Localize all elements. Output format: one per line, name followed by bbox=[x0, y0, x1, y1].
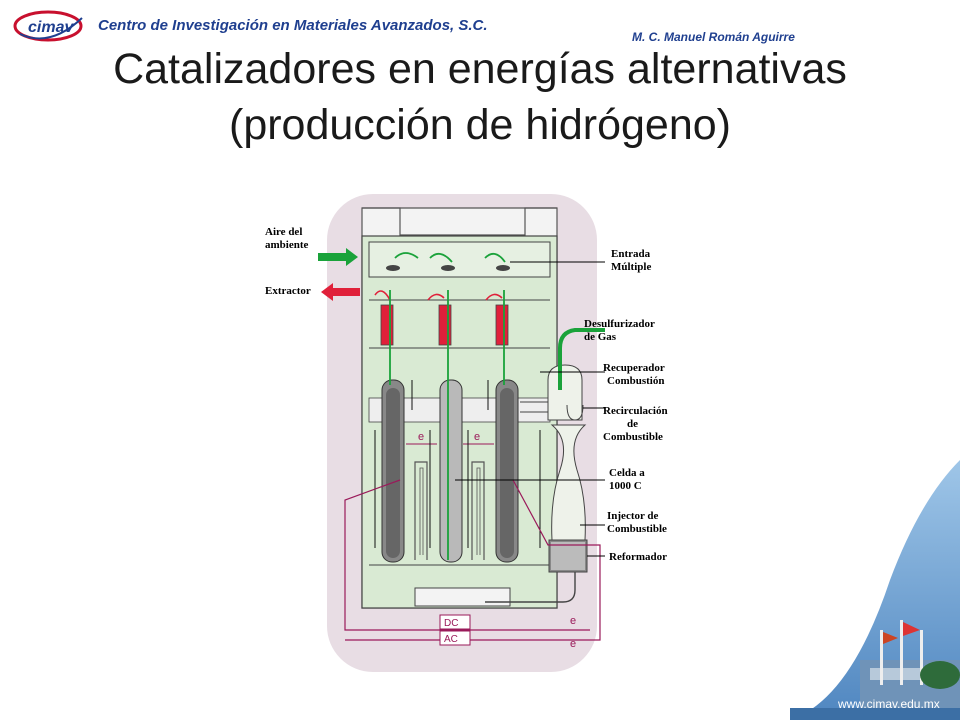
recuperator-red bbox=[495, 304, 509, 346]
cimav-logo: cimav bbox=[13, 10, 83, 42]
tree bbox=[920, 661, 960, 689]
logo-text: cimav bbox=[28, 19, 74, 36]
electron-label: e bbox=[474, 431, 480, 443]
electron-label: e bbox=[418, 431, 424, 443]
label-celda: Celda a 1000 C bbox=[609, 467, 645, 492]
exhaust-arrow bbox=[321, 283, 360, 301]
dc-label: DC bbox=[444, 618, 458, 629]
slide-title-line1: Catalizadores en energías alternativas bbox=[113, 45, 847, 93]
dc-box bbox=[439, 614, 471, 630]
label-injector: Injector de Combustible bbox=[607, 510, 667, 535]
website-url: www.cimav.edu.mx bbox=[838, 697, 940, 711]
label-entrada-multiple: Entrada Múltiple bbox=[611, 248, 652, 273]
slide-title-line2: (producción de hidrógeno) bbox=[229, 101, 731, 149]
label-desulfurizador: Desulfurizador de Gas bbox=[584, 318, 655, 343]
label-aire-ambiente: Aire del ambiente bbox=[265, 226, 309, 251]
fuel-cell-tube bbox=[439, 379, 463, 563]
campus-photo-corner bbox=[790, 460, 960, 720]
label-extractor: Extractor bbox=[265, 285, 311, 297]
electron-label: e bbox=[570, 615, 576, 627]
ac-box bbox=[439, 630, 471, 646]
ac-label: AC bbox=[444, 634, 458, 645]
flagpole bbox=[920, 630, 923, 685]
flagpole bbox=[900, 620, 903, 685]
slide-header: cimav Centro de Investigación en Materia… bbox=[0, 0, 960, 48]
label-recirculacion: Recirculación de Combustible bbox=[603, 405, 668, 443]
air-intake-arrow bbox=[318, 248, 358, 266]
gas-desulfurizer-pipe bbox=[558, 328, 605, 390]
organization-name: Centro de Investigación en Materiales Av… bbox=[98, 17, 488, 34]
electron-label: e bbox=[570, 638, 576, 650]
recuperator-red bbox=[438, 304, 452, 346]
author-name: M. C. Manuel Román Aguirre bbox=[632, 30, 795, 44]
flagpole bbox=[880, 630, 883, 685]
inlet-manifold bbox=[368, 241, 551, 278]
label-reformador: Reformador bbox=[609, 551, 668, 563]
label-recuperador: Recuperador Combustión bbox=[603, 362, 665, 387]
recuperator-red bbox=[380, 304, 394, 346]
